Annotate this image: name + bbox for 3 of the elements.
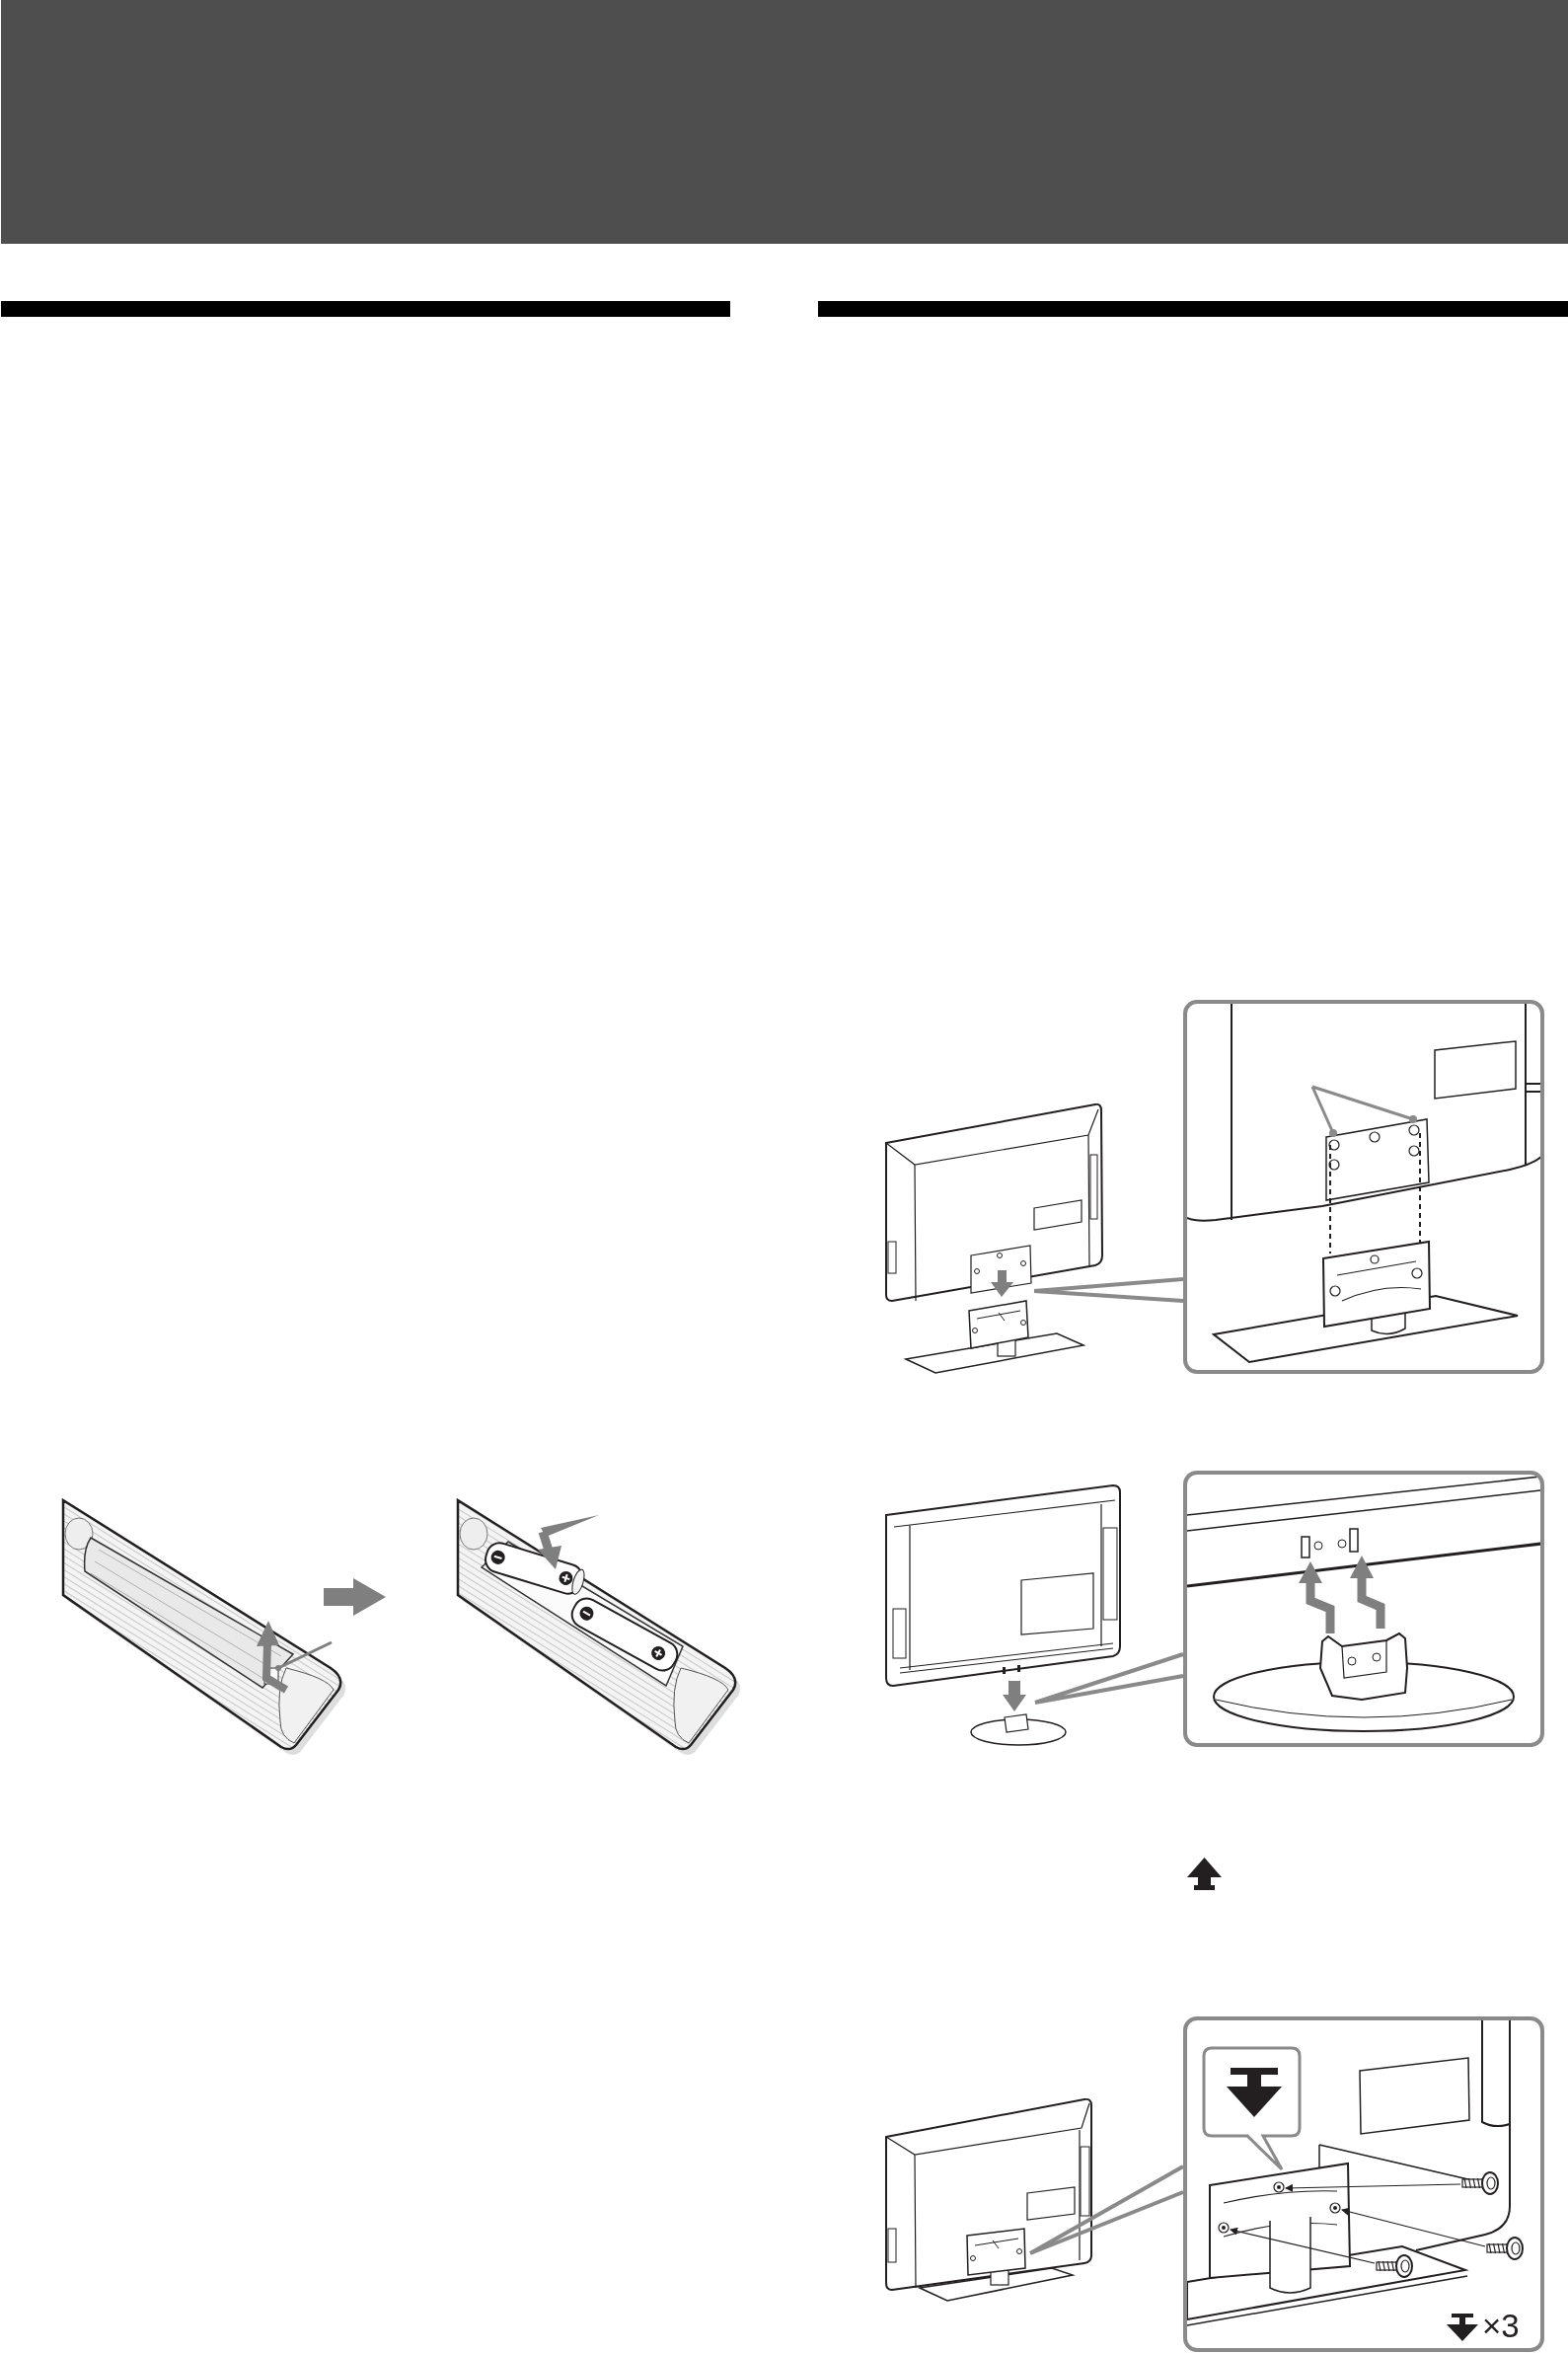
heading-bar bbox=[1, 301, 730, 317]
heading-bar bbox=[818, 301, 1568, 317]
quantity-label: ×3 bbox=[1482, 2310, 1520, 2342]
